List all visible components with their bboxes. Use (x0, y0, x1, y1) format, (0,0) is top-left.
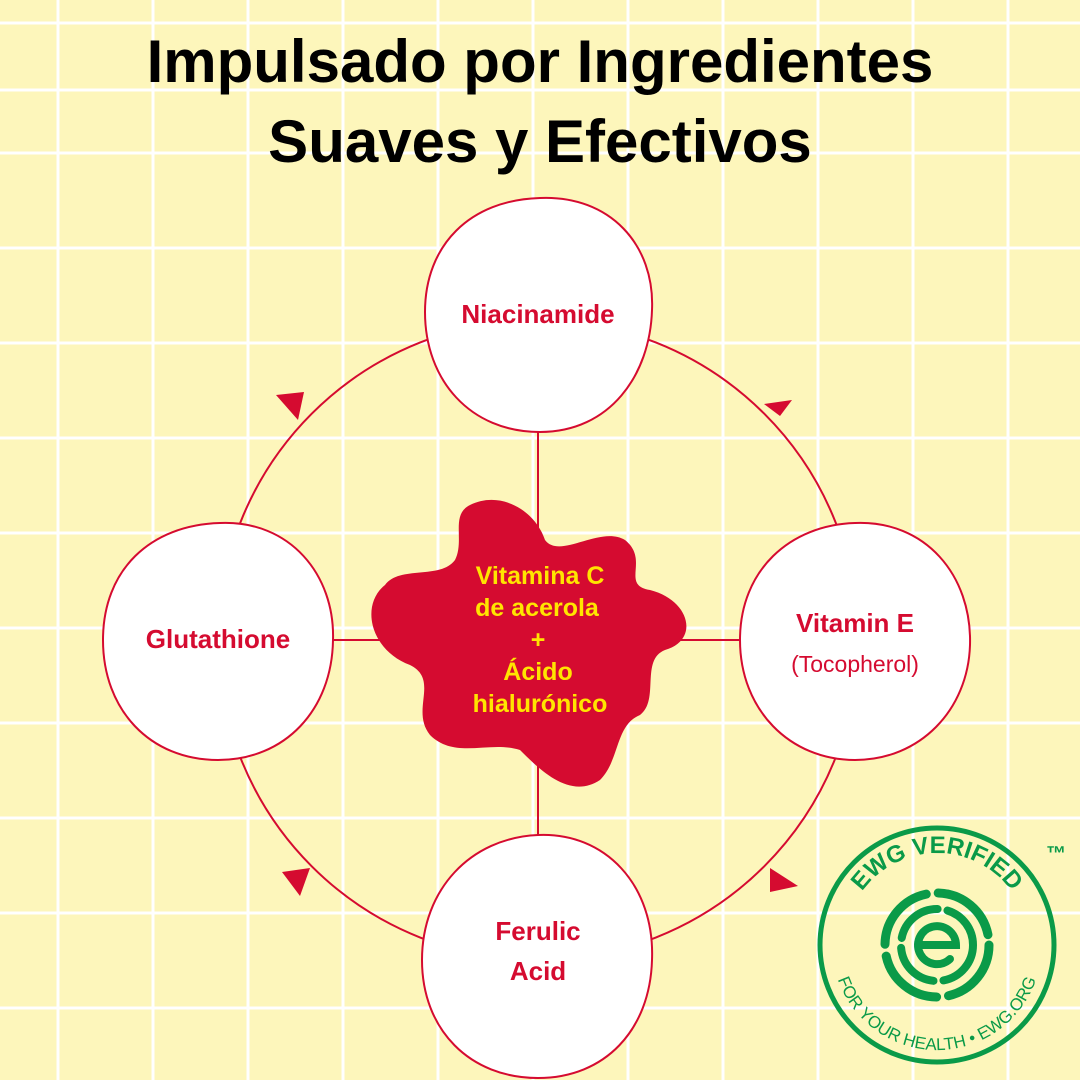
node-niacinamide: Niacinamide (423, 196, 654, 434)
node-label: Vitamin E (796, 608, 914, 638)
center-text-line-4: Ácido (503, 657, 572, 686)
arrow-icon (282, 868, 310, 896)
ewg-e-logo-icon (880, 888, 994, 1002)
node-sublabel: (Tocopherol) (791, 651, 919, 677)
title-line-2: Suaves y Efectivos (268, 108, 812, 175)
ewg-verified-badge: EWG VERIFIED FOR YOUR HEALTH • EWG.ORG ™ (817, 825, 1066, 1065)
title-line-1: Impulsado por Ingredientes (146, 28, 934, 95)
node-vitamin-e: Vitamin E (Tocopherol) (738, 521, 972, 762)
badge-top-text: EWG VERIFIED (846, 832, 1028, 895)
arrow-icon (764, 400, 792, 416)
arrow-icon (770, 868, 798, 892)
center-text-line-5: hialurónico (473, 690, 608, 718)
badge-bottom-text: FOR YOUR HEALTH • EWG.ORG (834, 974, 1040, 1055)
center-blob (371, 499, 687, 787)
node-label-line-2: Acid (510, 956, 566, 986)
node-ferulic-acid: Ferulic Acid (420, 833, 654, 1080)
node-glutathione: Glutathione (101, 521, 335, 762)
node-label: Glutathione (146, 624, 290, 654)
center-text-line-1: Vitamina C (476, 562, 605, 590)
center-text-line-3: + (531, 626, 546, 654)
node-label: Niacinamide (461, 299, 614, 329)
trademark-symbol: ™ (1046, 843, 1066, 865)
center-text-line-2: de acerola (475, 594, 600, 622)
arrow-icon (276, 392, 304, 420)
node-label-line-1: Ferulic (495, 916, 580, 946)
